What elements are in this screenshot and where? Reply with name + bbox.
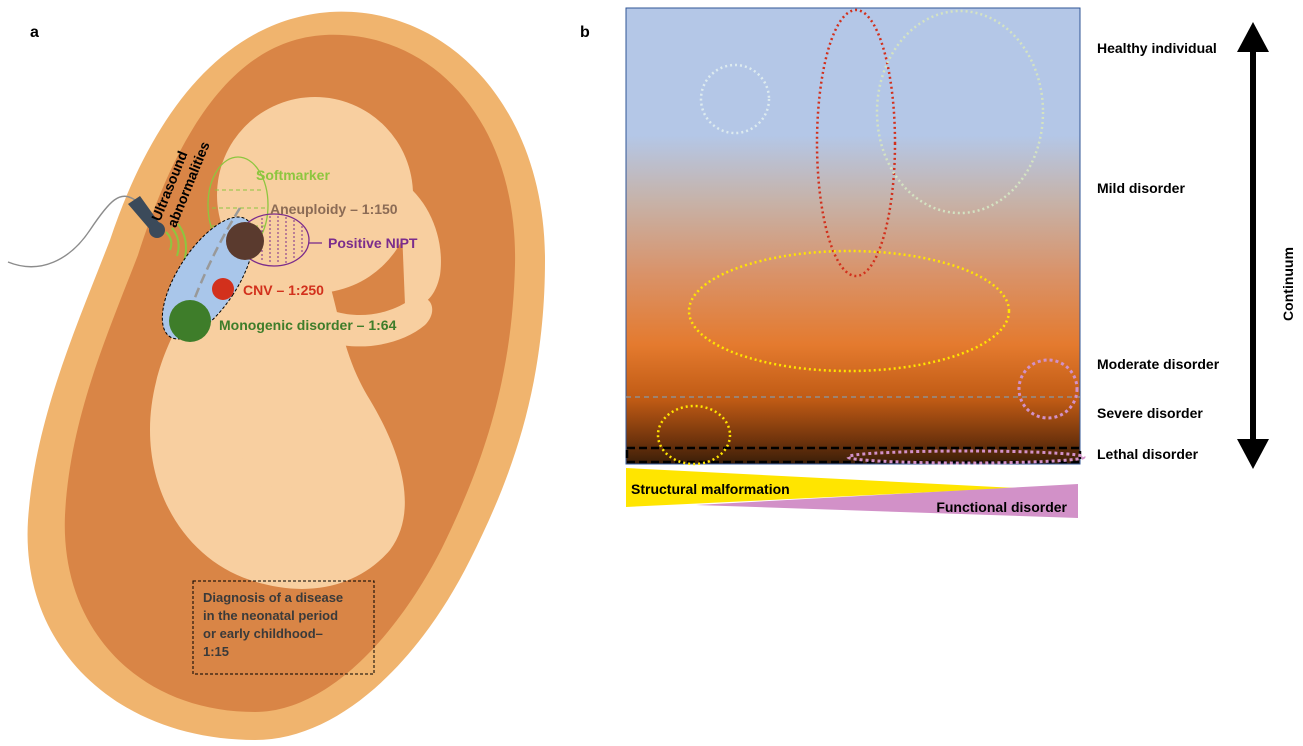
continuum-arrow: Continuum xyxy=(1237,22,1296,469)
continuum-arrowhead-down xyxy=(1237,439,1269,469)
functional-label: Functional disorder xyxy=(936,499,1067,515)
probe-tip xyxy=(149,222,165,238)
severity-labels: Healthy individual Mild disorder Moderat… xyxy=(1097,40,1220,462)
severity-spectrum xyxy=(626,8,1084,464)
structural-label: Structural malformation xyxy=(631,481,790,497)
malformation-wedges: Structural malformation Functional disor… xyxy=(626,468,1078,518)
label-moderate: Moderate disorder xyxy=(1097,356,1220,372)
spectrum-background xyxy=(626,8,1080,464)
label-lethal: Lethal disorder xyxy=(1097,446,1199,462)
diagnosis-line-4: 1:15 xyxy=(203,644,229,659)
label-mild: Mild disorder xyxy=(1097,180,1185,196)
cnv-label: CNV – 1:250 xyxy=(243,282,324,298)
aneuploidy-label: Aneuploidy – 1:150 xyxy=(270,201,398,217)
aneuploidy-dot xyxy=(226,222,264,260)
label-healthy: Healthy individual xyxy=(1097,40,1217,56)
diagnosis-line-3: or early childhood– xyxy=(203,626,323,641)
positive-nipt-label: Positive NIPT xyxy=(328,235,418,251)
label-severe: Severe disorder xyxy=(1097,405,1203,421)
cnv-dot xyxy=(212,278,234,300)
panel-b-letter: b xyxy=(580,24,590,41)
continuum-arrowhead-up xyxy=(1237,22,1269,52)
softmarker-label: Softmarker xyxy=(256,167,330,183)
panel-a-letter: a xyxy=(30,24,39,41)
diagnosis-line-1: Diagnosis of a disease xyxy=(203,590,343,605)
monogenic-label: Monogenic disorder – 1:64 xyxy=(219,317,397,333)
continuum-label: Continuum xyxy=(1280,247,1296,321)
diagnosis-line-2: in the neonatal period xyxy=(203,608,338,623)
monogenic-dot xyxy=(169,300,211,342)
